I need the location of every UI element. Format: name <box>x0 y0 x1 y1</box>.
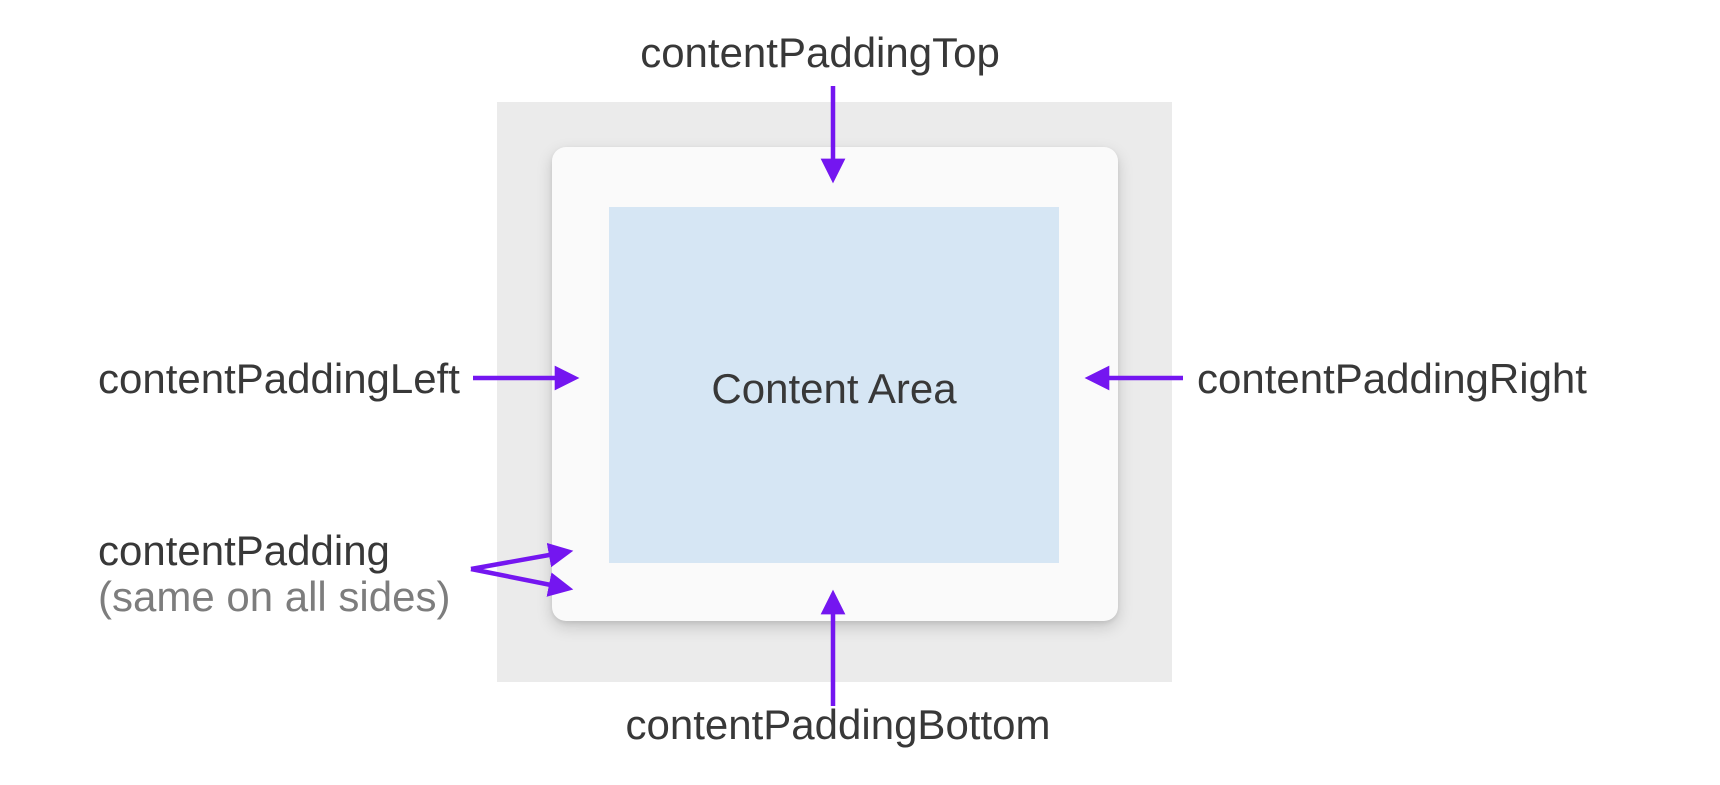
label-content-padding-top: contentPaddingTop <box>640 29 1000 76</box>
content-area-label: Content Area <box>711 365 957 412</box>
content-area: Content Area <box>609 207 1059 563</box>
label-content-padding-bottom: contentPaddingBottom <box>625 701 1051 748</box>
label-content-padding-uniform: contentPadding (same on all sides) <box>98 528 450 620</box>
label-content-padding-left: contentPaddingLeft <box>98 355 460 402</box>
label-content-padding-uniform-note: (same on all sides) <box>98 573 451 620</box>
label-content-padding-right: contentPaddingRight <box>1197 355 1587 402</box>
label-content-padding-uniform-title: contentPadding <box>98 527 390 574</box>
